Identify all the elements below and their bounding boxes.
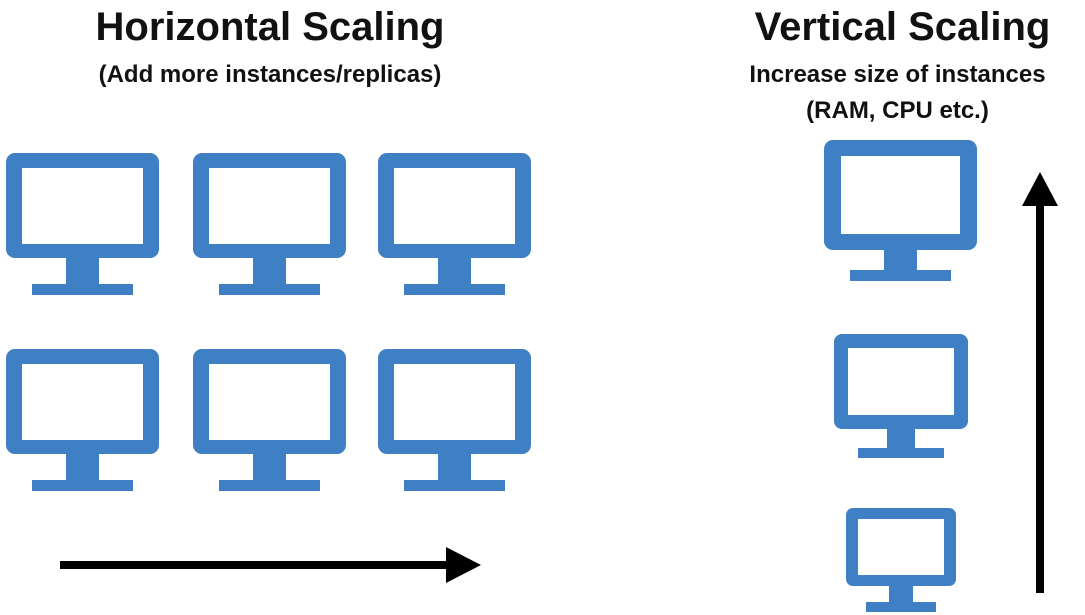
monitor-icon — [6, 153, 159, 295]
vertical-scaling-title: Vertical Scaling — [754, 5, 1051, 49]
vertical-scaling-subtitle-line1: Increase size of instances — [749, 61, 1046, 88]
horizontal-scaling-subtitle: (Add more instances/replicas) — [98, 61, 442, 88]
monitor-icon — [6, 349, 159, 491]
monitor-icon — [193, 153, 346, 295]
monitor-icon — [378, 349, 531, 491]
monitor-icon — [378, 153, 531, 295]
monitor-icon — [834, 334, 968, 458]
monitor-icon — [824, 140, 977, 281]
monitor-icon — [846, 508, 956, 612]
vertical-arrow-icon — [1022, 172, 1058, 593]
horizontal-arrow-icon — [60, 547, 481, 583]
monitor-icon — [193, 349, 346, 491]
vertical-scaling-subtitle-line2: (RAM, CPU etc.) — [806, 97, 989, 124]
horizontal-scaling-title: Horizontal Scaling — [95, 5, 445, 49]
